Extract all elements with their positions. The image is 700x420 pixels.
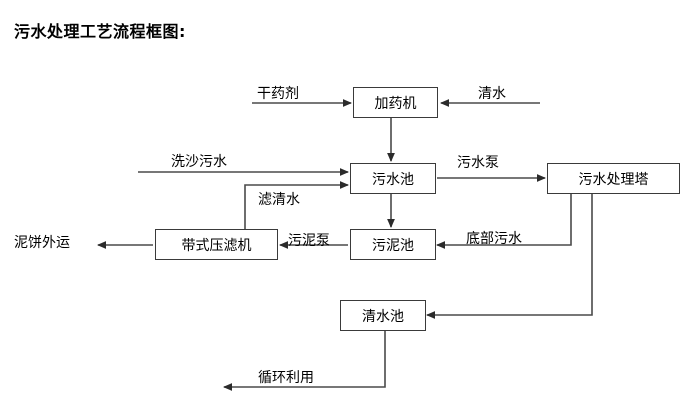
node-dosing-machine[interactable]: 加药机: [353, 87, 438, 118]
node-wastewater-pool[interactable]: 污水池: [350, 163, 436, 194]
edge-label-filtered-clear-water: 滤清水: [258, 192, 300, 208]
edge-label-sand-washing-wastewater: 洗沙污水: [171, 154, 227, 170]
edge-label-dry-chemical: 干药剂: [257, 86, 299, 102]
edge-label-wastewater-pump: 污水泵: [457, 155, 499, 171]
edge-label-clean-water-in: 清水: [478, 86, 506, 102]
node-belt-filter-press[interactable]: 带式压滤机: [155, 229, 278, 260]
node-wastewater-treatment-tower[interactable]: 污水处理塔: [547, 163, 680, 194]
edge-label-mud-cake-transport: 泥饼外运: [14, 235, 70, 251]
page-title: 污水处理工艺流程框图:: [14, 22, 186, 41]
node-sludge-pool[interactable]: 污泥池: [350, 229, 436, 260]
edge-label-bottom-wastewater: 底部污水: [466, 231, 522, 247]
node-clean-water-pool[interactable]: 清水池: [340, 300, 426, 331]
edge-label-recycling: 循环利用: [258, 370, 314, 386]
edge-label-sludge-pump: 污泥泵: [288, 233, 330, 249]
